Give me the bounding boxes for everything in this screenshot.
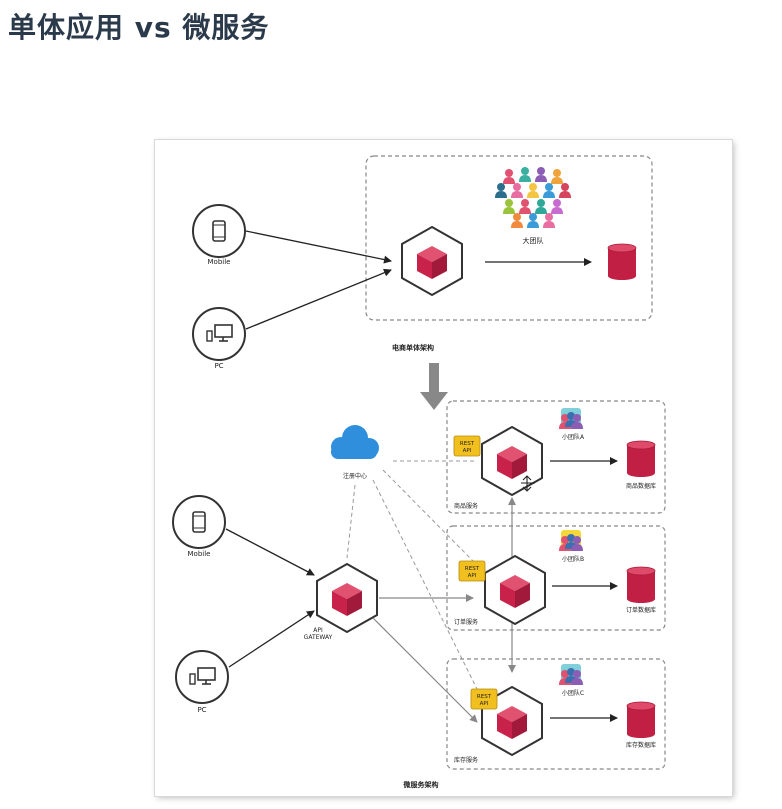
pc-label: PC [214,362,223,370]
svg-text:API: API [468,573,477,579]
service-group-b [446,525,666,631]
monolith-group [365,155,653,321]
svg-text:REST: REST [477,694,492,700]
rest-api-badge: REST API [470,688,498,710]
rest-api-badge: REST API [458,560,486,582]
service-c-db-label: 库存数据库 [626,741,656,749]
service-a-db-label: 商品数据库 [626,482,656,490]
micro-pc-client: PC [175,650,229,714]
service-group-a [446,400,666,514]
transition-arrow-icon [420,363,448,410]
service-b-label: 订单服务 [454,618,478,626]
service-b-cube-icon [484,555,546,625]
monolith-pc-client: PC [192,307,246,370]
monolith-app-cube-icon [401,226,463,296]
svg-text:REST: REST [460,441,475,447]
registry-label: 注册中心 [343,472,367,480]
micro-mobile-client: Mobile [172,495,226,558]
monolith-database-icon [607,243,637,281]
registry-links [346,460,481,696]
team-a-label: 小团队A [562,433,585,441]
team-b-icon [559,530,583,551]
svg-text:API: API [480,701,489,707]
service-c-database-icon [626,701,656,739]
move-cursor-icon [521,475,535,492]
registry-cloud-icon [331,425,379,459]
team-a-icon [559,408,583,429]
service-a-cube-icon [481,426,543,496]
service-a-database-icon [626,440,656,478]
big-team-icon [495,167,571,228]
big-team-label: 大团队 [523,236,544,245]
service-c-label: 库存服务 [454,756,478,764]
svg-text:API: API [463,448,472,454]
gateway-label-1: API [313,627,323,634]
rest-api-badge: REST API [453,435,481,457]
team-c-icon [559,664,583,685]
architecture-figure: Mobile PC 大团队 电商单体架构 [155,140,732,796]
team-b-label: 小团队B [562,555,584,563]
monolith-caption: 电商单体架构 [392,343,434,352]
api-gateway-cube-icon [316,563,378,633]
service-b-db-label: 订单数据库 [626,606,656,614]
mobile-label: Mobile [188,550,211,558]
gateway-label-2: GATEWAY [304,634,333,641]
svg-text:REST: REST [465,566,480,572]
team-c-label: 小团队C [562,689,584,697]
page-title: 单体应用 vs 微服务 [8,11,270,44]
service-a-label: 商品服务 [454,502,478,510]
mobile-label: Mobile [208,258,231,266]
service-b-database-icon [626,566,656,604]
monolith-mobile-client: Mobile [192,204,246,266]
micro-caption: 微服务架构 [403,780,439,789]
pc-label: PC [197,706,206,714]
